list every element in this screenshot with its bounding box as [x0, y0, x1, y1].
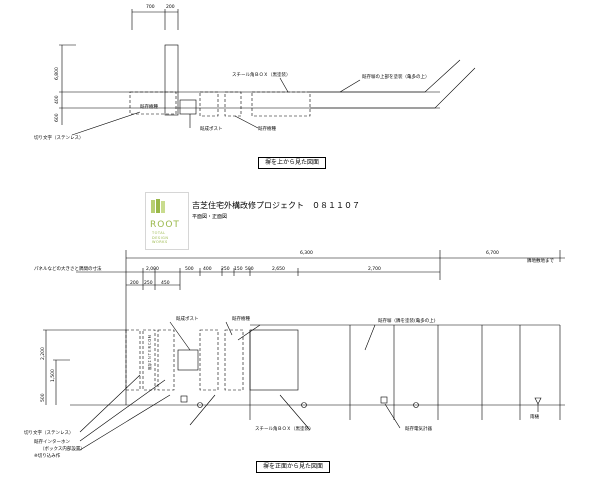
dim-row-1: 2,000: [146, 266, 159, 272]
label-existing-hedge-front: 既存樹種: [232, 315, 250, 322]
dim-left-a: 6,800: [54, 67, 60, 80]
label-cutting-stainless-front: 切り文字（ステンレス）: [24, 429, 74, 436]
label-drain: 雨樋: [530, 413, 539, 420]
dim-row-5: 150: [234, 266, 243, 272]
dim-row-8: 2,700: [368, 266, 381, 272]
logo-wordmark: ROOT: [150, 220, 180, 230]
dim-left-b: 400: [54, 95, 60, 104]
dim-left-c: 600: [54, 113, 60, 122]
dim-sub-2: 250: [144, 280, 153, 286]
label-cutout: ※切り込み作: [34, 452, 61, 459]
dim-row-2: 500: [185, 266, 194, 272]
dim-row-6: 500: [245, 266, 254, 272]
dim-overall: 6,300: [300, 250, 313, 256]
label-intercom-vertical: 既存ＩＮＴＥＲＣＯＭ: [147, 335, 152, 370]
label-wall-paint: 既存塀（隣を塗装(亀多の上): [378, 317, 436, 324]
dim-row-4: 250: [221, 266, 230, 272]
plan-labels: 700 200 6,800 400 600 スチール角ＢＯＸ（黒塗装） 既存塀の…: [34, 4, 430, 141]
dim-row-3: 400: [203, 266, 212, 272]
label-existing-wall-top: 既存塀の上部を塗装（亀多の上）: [362, 73, 430, 80]
logo-subtext: TOTAL DESIGN WORKS: [152, 231, 169, 244]
dim-sub-3: 450: [161, 280, 170, 286]
elevation-view: [43, 250, 565, 451]
dim-row-7: 2,650: [272, 266, 285, 272]
label-steel-box: スチール角ＢＯＸ（黒塗装）: [232, 71, 291, 78]
label-intercom-note: （ボックス内部設置）: [40, 445, 85, 452]
dim-height-c: 500: [40, 393, 46, 402]
dim-right: 6,700: [486, 250, 499, 256]
plan-caption: 塀を上から見た図面: [258, 157, 327, 169]
label-cutting-stainless: 切り文字（ステンレス）: [34, 134, 84, 141]
label-existing-hedge: 既存樹種: [140, 103, 158, 110]
label-existing-post-front: 既成ポスト: [176, 315, 199, 322]
elevation-caption: 塀を正面から見た図面: [256, 461, 331, 473]
label-existing-meter: 既存電気計器: [405, 425, 432, 432]
elevation-labels: 6,300 6,700 隣地敷地まで パネルなどの大きさと隅間の寸法 2,000…: [24, 250, 554, 459]
logo-leaf-icon: [151, 199, 165, 213]
dim-height-b: 1,500: [50, 369, 56, 382]
label-panel-size: パネルなどの大きさと隅間の寸法: [34, 265, 102, 272]
plan-view: [59, 9, 476, 136]
dim-sub-1: 200: [130, 280, 139, 286]
label-steel-box-front: スチール角ＢＯＸ（黒塗装）: [255, 425, 314, 432]
project-title: 吉芝住宅外構改修プロジェクト ０８１１０７: [192, 201, 360, 210]
dim-200: 200: [166, 4, 175, 10]
label-right-end: 隣地敷地まで: [527, 257, 554, 264]
label-intercom: 既存インターホン: [34, 438, 70, 445]
label-existing-post: 既成ポスト: [200, 125, 223, 132]
label-existing-hedge-2: 既存樹種: [258, 125, 276, 132]
dim-height-a: 2,200: [40, 347, 46, 360]
project-subtitle: 平面図・正面図: [192, 214, 228, 220]
dim-700: 700: [146, 4, 155, 10]
